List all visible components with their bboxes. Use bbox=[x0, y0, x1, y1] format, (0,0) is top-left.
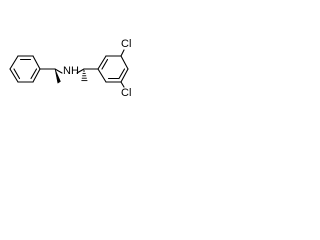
aryl-double-bond-2 bbox=[118, 68, 126, 80]
bond-aryl-to-cl-bottom bbox=[120, 81, 125, 88]
aryl-double-bond-1 bbox=[101, 58, 109, 70]
phenyl-bond-4 bbox=[32, 68, 41, 83]
phenyl-bond-3 bbox=[32, 55, 41, 70]
dichlorophenyl-ring bbox=[97, 55, 129, 83]
nh-atom-label: NH bbox=[63, 65, 79, 77]
phenyl-ring bbox=[9, 55, 41, 83]
phenyl-double-bond-2 bbox=[30, 68, 38, 80]
phenyl-bond-1 bbox=[9, 55, 19, 70]
cl-bottom-atom-label: Cl bbox=[121, 87, 131, 99]
aryl-bond-3 bbox=[120, 55, 129, 70]
hash-bond-methyl-right bbox=[81, 70, 88, 82]
bond-nh-to-chiral-right bbox=[76, 68, 85, 74]
wedge-bond-methyl-left bbox=[54, 68, 61, 84]
phenyl-bond-6 bbox=[9, 68, 19, 83]
bond-aryl-to-cl-top bbox=[120, 49, 125, 57]
aryl-bond-4 bbox=[120, 68, 129, 83]
molecule-structure: NH Cl Cl bbox=[9, 38, 131, 99]
phenyl-double-bond-3 bbox=[13, 68, 21, 80]
aryl-bond-6 bbox=[97, 68, 107, 83]
molecule-canvas: NH Cl Cl bbox=[0, 0, 152, 152]
aryl-bond-1 bbox=[97, 55, 107, 70]
cl-top-atom-label: Cl bbox=[121, 38, 131, 50]
bond-chiral-left-to-nh bbox=[54, 68, 63, 74]
